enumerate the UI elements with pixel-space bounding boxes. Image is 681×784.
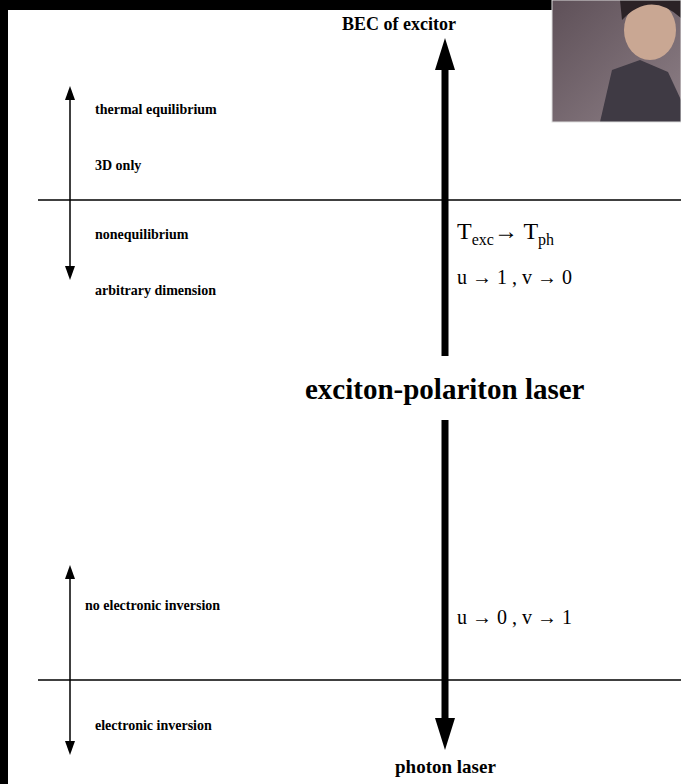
note-label: thermal equilibrium [95, 102, 217, 118]
note-label: arbitrary dimension [95, 283, 216, 299]
subscript-text: ph [538, 231, 554, 248]
heading-label: BEC of excitor [342, 14, 456, 35]
main-label: photon laser [395, 756, 496, 778]
formula-text: T [457, 218, 472, 244]
main-label: exciton-polariton laser [305, 373, 584, 406]
note-label: electronic inversion [95, 718, 212, 734]
formula-label: u → 0 , v → 1 [457, 606, 572, 629]
portrait-photo [552, 0, 681, 122]
note-label: 3D only [95, 158, 141, 174]
formula-label: Texc→ Tph [457, 218, 554, 249]
formula-label: u → 1 , v → 0 [457, 266, 572, 289]
subscript-text: exc [472, 231, 494, 248]
note-label: nonequilibrium [95, 227, 188, 243]
note-label: no electronic inversion [85, 598, 220, 614]
formula-text: → T [494, 218, 538, 244]
